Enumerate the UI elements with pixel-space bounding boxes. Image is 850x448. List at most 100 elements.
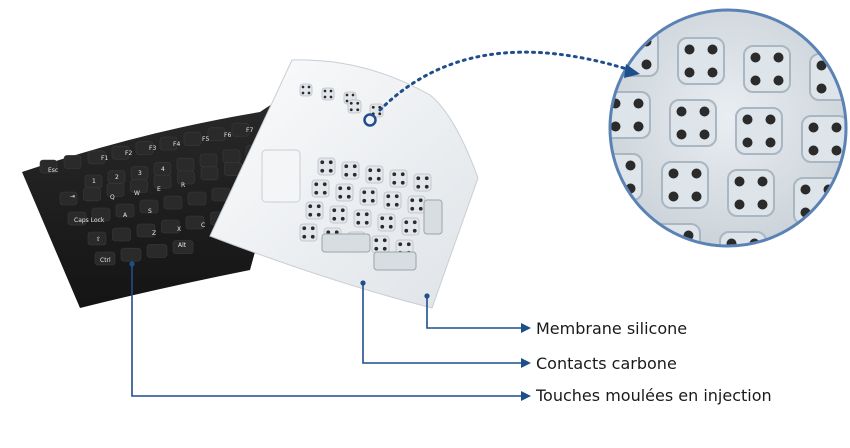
key-q-label: Q: [110, 194, 115, 201]
key-w-label: W: [134, 190, 140, 197]
carbon-contact: [374, 238, 379, 243]
zoom-carbon-contact: [699, 106, 710, 117]
carbon-contact: [301, 85, 305, 89]
zoom-carbon-contact: [808, 122, 819, 133]
zoom-carbon-contact: [625, 160, 636, 171]
zoom-carbon-contact: [641, 59, 652, 70]
carbon-contact: [346, 194, 351, 199]
zoom-carbon-contact: [734, 176, 745, 187]
keyboard-key: [59, 191, 78, 206]
carbon-contact: [307, 85, 311, 89]
zoom-carbon-contact: [610, 183, 613, 194]
zoom-key-dome: [793, 177, 841, 225]
keyboard-key: [231, 122, 250, 137]
carbon-contact: [400, 172, 405, 177]
keyboard-key: [163, 195, 183, 210]
key-caps-label: Caps Lock: [74, 217, 105, 224]
callout-contacts-carbone: Contacts carbone: [536, 354, 677, 373]
carbon-contact: [398, 242, 403, 247]
carbon-contact: [412, 220, 417, 225]
carbon-contact: [308, 204, 313, 209]
carbon-contact: [356, 212, 361, 217]
leader-arrowheads: [521, 323, 531, 401]
zoom-carbon-contact: [823, 207, 834, 218]
membrane-key-dome: [335, 183, 354, 202]
key-f4-label: F4: [173, 141, 180, 148]
carbon-contact: [388, 216, 393, 221]
carbon-contact: [332, 216, 337, 221]
carbon-contact: [301, 91, 305, 95]
keyboard-key: [172, 240, 194, 254]
keyboard-key: [91, 207, 111, 222]
carbon-contact: [404, 228, 409, 233]
key-z-label: Z: [152, 230, 156, 237]
zoom-key-dome: [653, 223, 701, 246]
keyboard-key: [63, 155, 82, 169]
membrane-key-cell: [369, 103, 384, 118]
zoom-key-dome: [719, 231, 767, 246]
key-r-label: R: [181, 182, 185, 189]
carbon-contact: [344, 172, 349, 177]
carbon-contact: [307, 91, 311, 95]
keyboard-key: [187, 191, 207, 206]
zoom-carbon-contact: [726, 238, 737, 246]
carbon-contact: [328, 168, 333, 173]
key-f5-label: F5: [202, 136, 209, 143]
keyboard-key: [161, 219, 180, 234]
zoom-key-dome: [735, 107, 783, 155]
membrane-key-cell: [321, 87, 335, 101]
membrane-key-cell: [371, 235, 390, 254]
key-esc-label: Esc: [48, 167, 58, 174]
zoom-carbon-contact: [742, 114, 753, 125]
keyboard-key: [185, 215, 205, 230]
zoom-carbon-contact: [617, 245, 628, 246]
carbon-contact: [310, 226, 315, 231]
key-s-label: S: [148, 208, 152, 215]
carbon-contact: [416, 176, 421, 181]
zoom-carbon-contact: [676, 106, 687, 117]
membrane-key-dome: [305, 201, 324, 220]
carbon-contact: [320, 160, 325, 165]
membrane-key-cell: [359, 187, 378, 206]
key-f7-label: F7: [246, 127, 253, 134]
leader-contacts-dot: [360, 280, 366, 286]
keyboard-key: [83, 187, 101, 202]
carbon-contact: [314, 190, 319, 195]
zoom-carbon-contact: [742, 137, 753, 148]
carbon-contact: [404, 220, 409, 225]
zoom-carbon-contact: [750, 75, 761, 86]
membrane-key-cell: [383, 191, 402, 210]
key-n3-label: 3: [138, 170, 142, 177]
zoom-key-dome: [743, 45, 791, 93]
keyboard-key: [177, 170, 195, 185]
keyboard-key: [159, 136, 178, 151]
keyboard-key: [111, 145, 130, 160]
zoom-carbon-contact: [684, 67, 695, 78]
zoom-link-arrowhead: [624, 64, 640, 78]
zoom-key-cell: [610, 91, 651, 139]
carbon-contact: [394, 194, 399, 199]
zoom-carbon-contact: [684, 44, 695, 55]
keyboard-key: [87, 150, 106, 165]
zoom-key-cell: [677, 37, 725, 85]
keyboard-key: [135, 141, 154, 155]
carbon-contact: [344, 164, 349, 169]
keyboard-key: [222, 149, 241, 164]
zoom-key-cell: [785, 239, 833, 246]
carbon-contact: [380, 216, 385, 221]
membrane-key-dome: [371, 235, 390, 254]
carbon-contact: [316, 204, 321, 209]
membrane-key-cell: [299, 83, 313, 97]
carbon-contact: [406, 242, 411, 247]
leader-contacts: [362, 283, 522, 364]
keyboard-key: [87, 231, 107, 246]
membrane-key-cell: [299, 223, 318, 242]
keyboard-key: [130, 179, 148, 193]
carbon-contact: [368, 168, 373, 173]
carbon-contact: [392, 180, 397, 185]
keyboard-key: [39, 159, 58, 174]
zoom-carbon-contact: [727, 262, 737, 272]
carbon-contact: [352, 172, 357, 177]
membrane-key-dome: [365, 165, 384, 184]
key-n2-label: 2: [115, 174, 119, 181]
